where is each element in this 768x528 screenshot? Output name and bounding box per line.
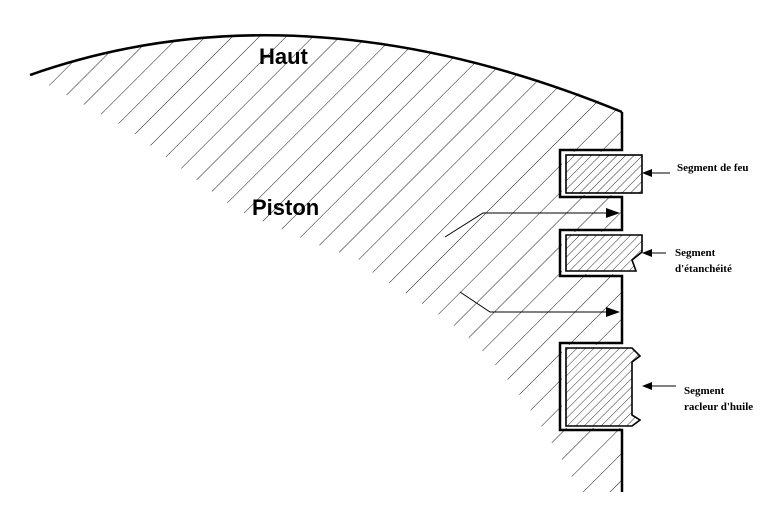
gas-path-lower xyxy=(459,291,620,317)
fire-ring xyxy=(565,154,643,194)
label-fire-ring: Segment de feu xyxy=(677,162,749,174)
leader-seal-ring xyxy=(642,249,666,257)
leader-fire-ring xyxy=(642,169,670,177)
label-oil-ring-line1: Segment xyxy=(684,385,725,397)
leader-oil-ring xyxy=(642,382,676,390)
label-piston: Piston xyxy=(252,195,319,220)
seal-ring xyxy=(565,234,643,272)
piston-side-wall xyxy=(558,112,624,492)
piston-crown-outline xyxy=(29,34,623,114)
label-seal-ring-line1: Segment xyxy=(675,247,716,259)
label-top: Haut xyxy=(259,44,309,69)
arrowhead-icon xyxy=(642,169,652,177)
oil-ring xyxy=(565,347,642,427)
arrowhead-icon xyxy=(642,249,652,257)
label-seal-ring-line2: d'étanchéité xyxy=(675,263,732,275)
gas-path-upper xyxy=(444,208,620,238)
arrowhead-icon xyxy=(642,382,652,390)
label-oil-ring-line2: racleur d'huile xyxy=(684,401,753,413)
